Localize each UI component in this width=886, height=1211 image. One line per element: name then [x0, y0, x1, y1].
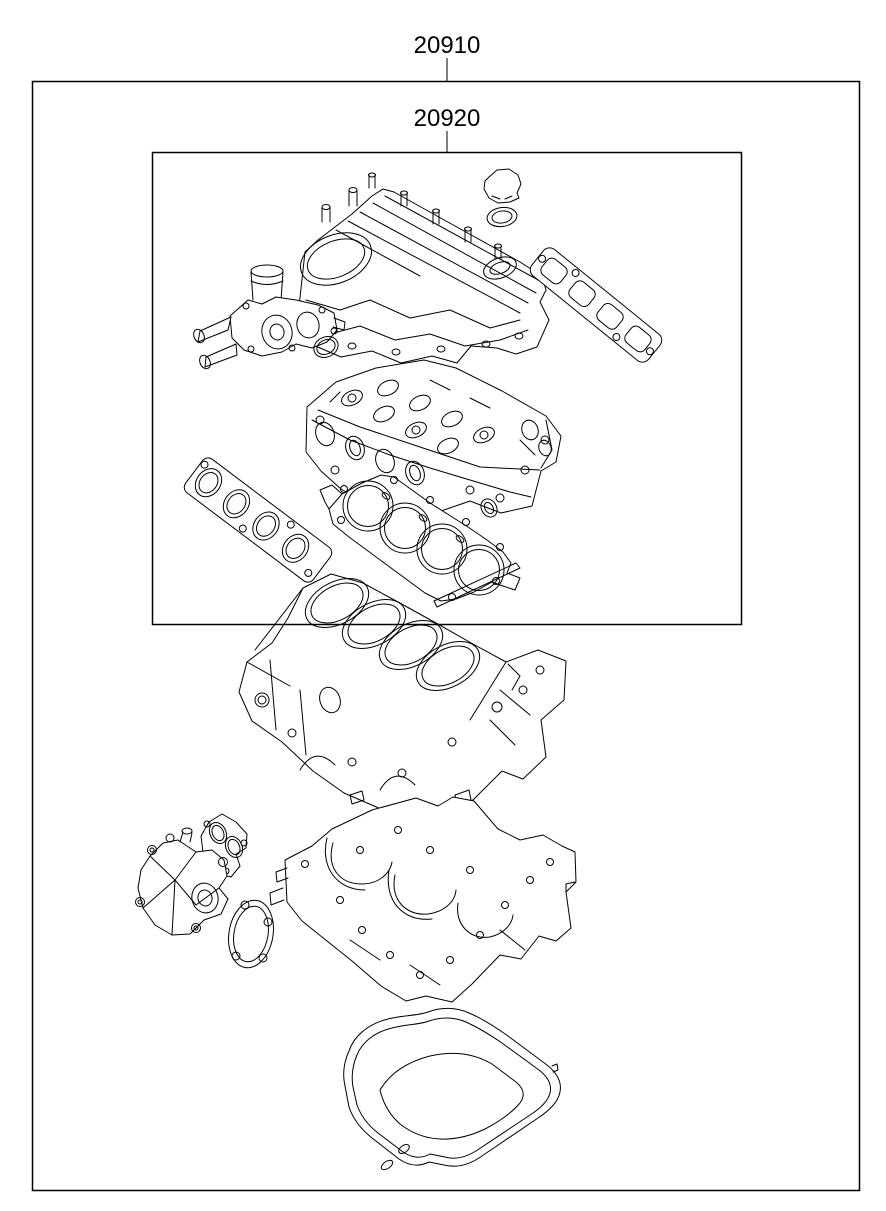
lower-crankcase-drawing: [269, 796, 577, 1003]
part-number-label-20910[interactable]: 20910: [414, 32, 481, 59]
oil-filler-cap-drawing: [483, 168, 522, 204]
oil-cap-oring-drawing: [486, 206, 518, 228]
part-number-label-20920[interactable]: 20920: [414, 105, 481, 132]
cylinder-block-drawing: [238, 573, 567, 813]
cam-oil-seal-drawing: [480, 498, 498, 518]
water-inlet-housing-drawing: [193, 264, 346, 370]
inner-kit-box-20920: [151, 151, 743, 626]
cylinder-head-drawing: [305, 359, 562, 514]
intake-manifold-gasket-drawing: [529, 247, 663, 363]
exhaust-manifold-gasket-drawing: [183, 457, 333, 583]
cylinder-head-gasket-drawing: [319, 474, 521, 608]
water-pump-gasket-drawing: [228, 899, 274, 969]
outer-kit-box-20910: [31, 80, 861, 1192]
valve-cover-studs: [321, 172, 502, 260]
oil-pan-drawing: [343, 1007, 561, 1171]
housing-oring-drawing: [313, 336, 339, 358]
water-pump-drawing: [135, 827, 229, 936]
